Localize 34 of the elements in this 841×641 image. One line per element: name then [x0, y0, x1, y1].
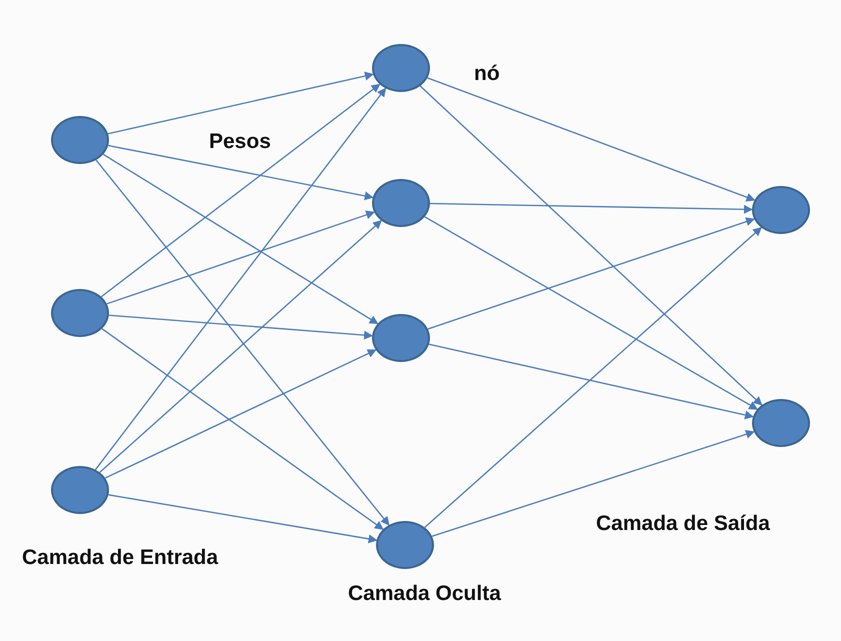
layer-label: Camada Oculta — [348, 582, 501, 606]
arrow — [424, 216, 758, 410]
arrow — [94, 88, 386, 470]
arrow — [104, 349, 377, 479]
neuron-circle — [372, 314, 430, 362]
layer-label: Camada de Saída — [596, 512, 770, 536]
arrow — [106, 210, 376, 304]
neuron-circle — [752, 399, 810, 447]
neuron-circle — [372, 179, 430, 227]
annotation-label: Pesos — [209, 130, 271, 154]
neuron-circle — [51, 116, 109, 164]
layer-label: Camada de Entrada — [22, 546, 218, 570]
arrow — [108, 314, 374, 340]
annotation-label: nó — [474, 62, 500, 86]
neuron-circle — [372, 44, 430, 92]
arrow — [420, 86, 762, 406]
neuron-circle — [51, 289, 109, 337]
arrow — [99, 220, 382, 473]
neuron-circle — [376, 521, 434, 569]
arrow — [432, 430, 755, 537]
arrow — [102, 328, 384, 530]
arrow — [108, 72, 374, 134]
arrow — [100, 84, 380, 298]
arrow — [108, 494, 378, 544]
arrow — [430, 202, 753, 214]
arrow — [96, 160, 390, 526]
arrow — [424, 226, 762, 528]
neuron-circle — [752, 186, 810, 234]
arrow — [428, 344, 754, 420]
arrow — [428, 217, 755, 330]
arrow — [427, 77, 756, 202]
arrow — [108, 144, 374, 200]
neuron-circle — [51, 466, 109, 514]
arrow — [102, 154, 379, 324]
